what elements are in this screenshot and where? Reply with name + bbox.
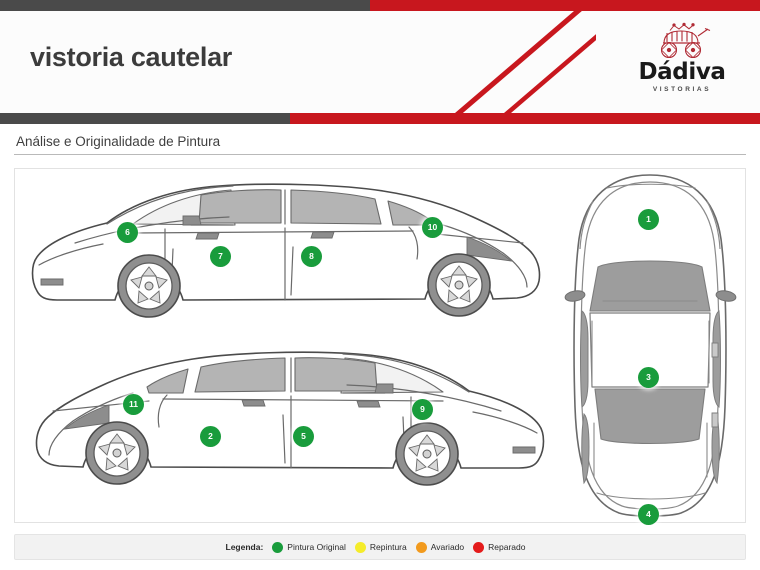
paint-marker-3[interactable]: 3 [638, 367, 659, 388]
vehicle-passenger-side-view [23, 339, 553, 511]
paint-marker-4[interactable]: 4 [638, 504, 659, 525]
paint-marker-9[interactable]: 9 [412, 399, 433, 420]
paint-marker-11[interactable]: 11 [123, 394, 144, 415]
wheel-rear [427, 253, 491, 317]
logo-name: Dádiva [638, 59, 726, 85]
logo-subtitle: VISTORIAS [652, 86, 712, 93]
legend-item-label: Avariado [430, 542, 465, 552]
page-title: vistoria cautelar [30, 42, 233, 72]
paint-marker-8[interactable]: 8 [301, 246, 322, 267]
paint-marker-7[interactable]: 7 [210, 246, 231, 267]
legend-color-swatch [354, 541, 366, 553]
legend-item-0: Pintura Original [272, 541, 346, 553]
section-divider [14, 154, 746, 155]
section-title: Análise e Originalidade de Pintura [16, 134, 221, 149]
wheel-rear-mirrored [85, 421, 149, 485]
paint-marker-1[interactable]: 1 [638, 209, 659, 230]
legend-color-swatch [272, 541, 284, 553]
legend-item-3: Reparado [473, 541, 526, 553]
paint-marker-2[interactable]: 2 [200, 426, 221, 447]
vehicle-diagram-area [15, 169, 745, 522]
page-header: vistoria cautelar Dádiva VISTORIAS [0, 0, 760, 124]
vehicle-roof-top-view [563, 171, 738, 519]
wheel-front-mirrored [395, 422, 459, 486]
legend-color-swatch [473, 541, 485, 553]
wheel-front [117, 254, 181, 318]
header-top-red-accent [370, 0, 760, 11]
legend-item-2: Avariado [415, 541, 465, 553]
car-side-silhouette-mirrored [35, 351, 545, 486]
legend-label: Legenda: [225, 542, 264, 552]
carriage-icon [660, 22, 711, 59]
legend-item-label: Reparado [488, 542, 526, 552]
legend-item-label: Pintura Original [287, 542, 346, 552]
section-header: Análise e Originalidade de Pintura [0, 134, 760, 155]
brand-logo: Dádiva VISTORIAS [634, 22, 730, 104]
paint-marker-5[interactable]: 5 [293, 426, 314, 447]
header-bottom-red-accent [290, 113, 760, 124]
legend-item-1: Repintura [354, 541, 407, 553]
legend-bar: Legenda: Pintura Original Repintura Avaria… [14, 534, 746, 560]
paint-marker-6[interactable]: 6 [117, 222, 138, 243]
legend-color-swatch [415, 541, 427, 553]
vehicle-driver-side-view [23, 173, 553, 341]
legend-item-label: Repintura [369, 542, 407, 552]
car-top-silhouette [564, 174, 737, 517]
car-side-silhouette [31, 183, 541, 318]
paint-marker-10[interactable]: 10 [422, 217, 443, 238]
